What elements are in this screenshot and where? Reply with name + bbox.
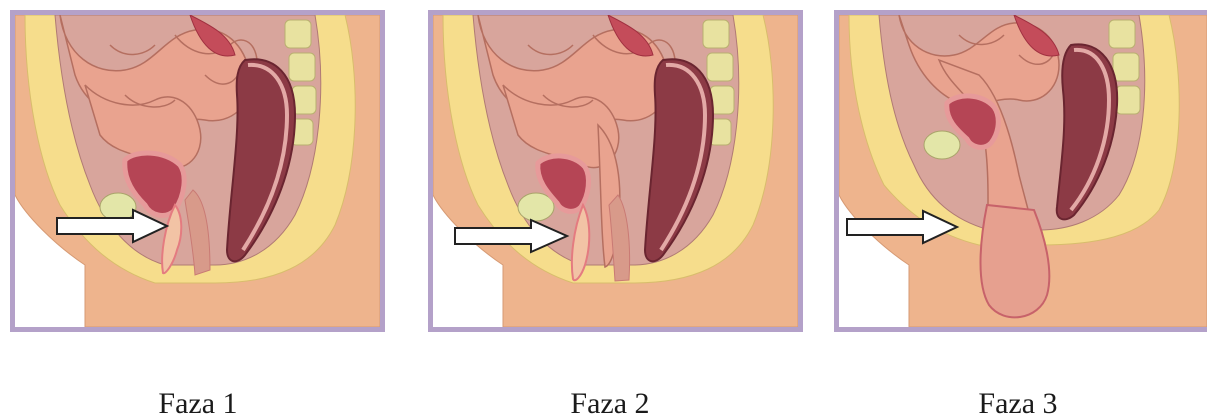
pubic-bone [518,193,554,221]
pubic-bone [100,193,136,221]
stage-2-caption: Faza 2 [510,388,710,420]
stage-1-panel [10,10,385,332]
stage-2-panel [428,10,803,332]
stage-1-illustration [15,15,380,327]
stage-3-caption: Faza 3 [918,388,1118,420]
stage-2-illustration [433,15,798,327]
stage-1-caption: Faza 1 [98,388,298,420]
stage-3-panel [834,10,1207,332]
prolapse-mass [981,205,1050,317]
stage-3-illustration [839,15,1207,327]
pubic-bone [924,131,960,159]
